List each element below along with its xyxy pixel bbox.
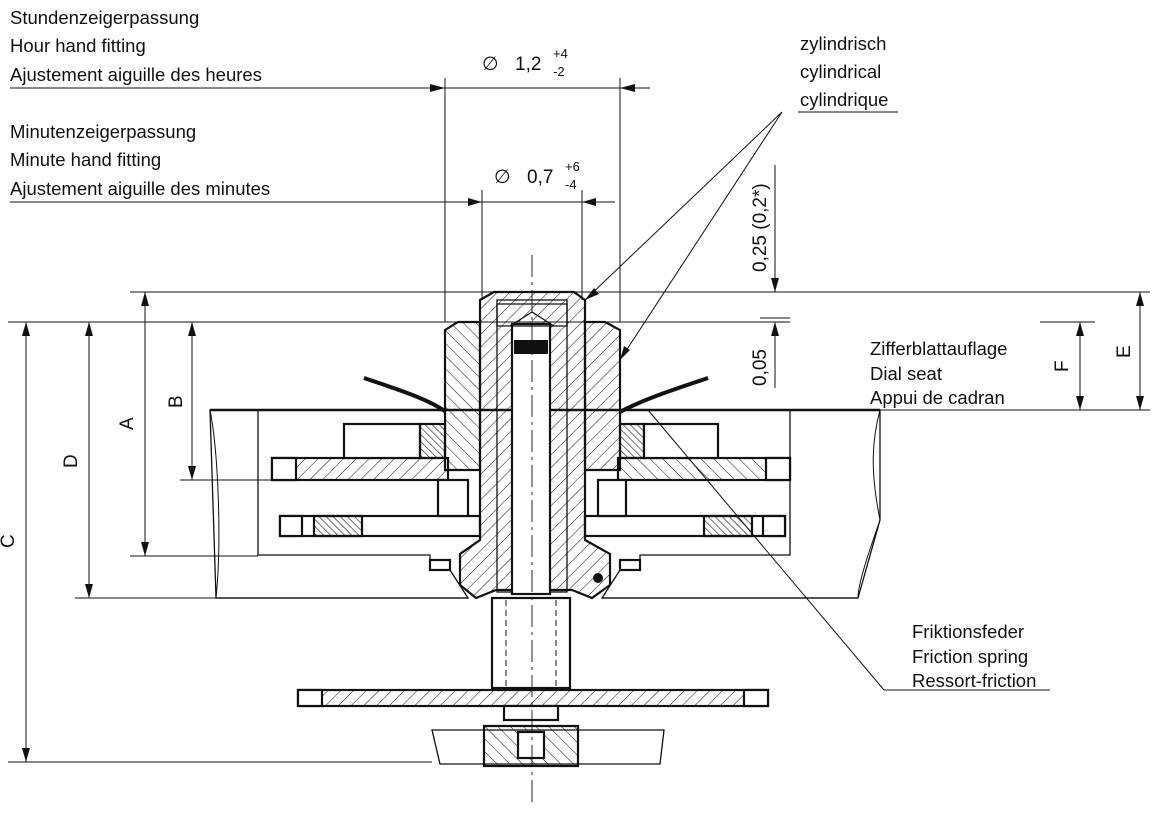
hour-fitting-de: Stundenzeigerpassung (10, 7, 199, 28)
minute-diameter-dim: ∅ 0,7 +6 -4 (494, 159, 580, 192)
spindle (296, 596, 770, 768)
dial-seat-de: Zifferblattauflage (870, 338, 1007, 359)
friction-spring-fr: Ressort-friction (912, 670, 1036, 691)
hour-fitting-fr: Ajustement aiguille des heures (10, 64, 262, 85)
cylindrical-label: zylindrisch cylindrical cylindrique (800, 33, 888, 110)
dial-seat-en: Dial seat (870, 363, 942, 384)
minute-fitting-fr: Ajustement aiguille des minutes (10, 178, 270, 199)
cylindrical-de: zylindrisch (800, 33, 886, 54)
cylindrical-en: cylindrical (800, 61, 881, 82)
minute-fitting-label: Minutenzeigerpassung Minute hand fitting… (10, 121, 270, 199)
hour-fitting-en: Hour hand fitting (10, 35, 146, 56)
diameter-symbol: ∅ (482, 54, 499, 75)
friction-spring-de: Friktionsfeder (912, 621, 1024, 642)
cylindrical-fr: cylindrique (800, 89, 888, 110)
hour-diameter-lower: -2 (553, 64, 565, 79)
minute-diameter-nominal: 0,7 (527, 167, 553, 188)
friction-spring-shape (363, 376, 709, 414)
minute-fitting-en: Minute hand fitting (10, 149, 161, 170)
gap-top-dim: 0,25 (0,2*) (750, 183, 771, 272)
diameter-symbol: ∅ (494, 167, 511, 188)
dial-seat-label: Zifferblattauflage Dial seat Appui de ca… (870, 338, 1007, 408)
dim-letter-a: A (117, 417, 138, 430)
friction-spring-en: Friction spring (912, 646, 1028, 667)
dim-letter-d: D (61, 454, 82, 468)
minute-wheel (278, 478, 787, 538)
gap-seat-dim: 0,05 (750, 349, 771, 386)
hour-diameter-dim: ∅ 1,2 +4 -2 (482, 46, 568, 79)
friction-spring-label: Friktionsfeder Friction spring Ressort-f… (912, 621, 1036, 691)
hour-wheel (270, 320, 792, 482)
minute-fitting-de: Minutenzeigerpassung (10, 121, 196, 142)
dim-letter-f: F (1052, 360, 1073, 372)
dim-letter-b: B (166, 395, 187, 408)
dimension-arrows (22, 84, 1144, 762)
dim-letter-c: C (0, 534, 19, 548)
hour-diameter-nominal: 1,2 (515, 54, 541, 75)
hour-diameter-upper: +4 (553, 46, 568, 61)
minute-diameter-upper: +6 (565, 159, 580, 174)
centre-pinion (428, 290, 642, 600)
dim-letter-e: E (1114, 345, 1135, 358)
dial-seat-fr: Appui de cadran (870, 387, 1005, 408)
hour-fitting-label: Stundenzeigerpassung Hour hand fitting A… (10, 7, 262, 85)
minute-diameter-lower: -4 (565, 177, 577, 192)
